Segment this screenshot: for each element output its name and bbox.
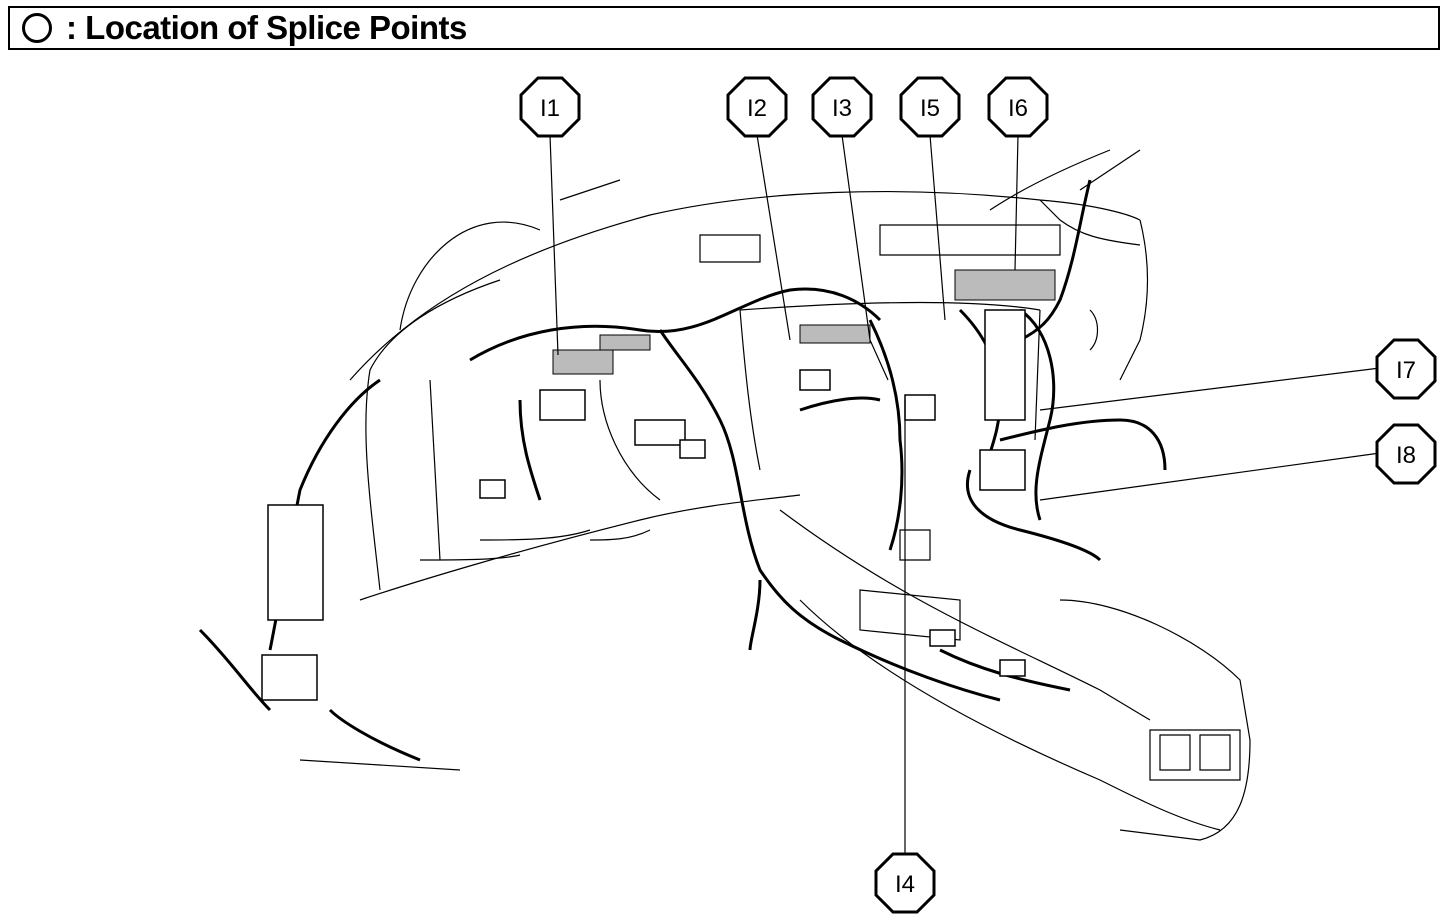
callout-label: I1 [540,95,560,122]
callout-I6: I6 [987,76,1049,138]
callout-I2: I2 [726,76,788,138]
leader-lines [549,134,1381,855]
callout-label: I5 [920,95,940,122]
callout-label: I2 [747,95,767,122]
callout-I8: I8 [1375,423,1437,485]
page-title: : Location of Splice Points [66,9,467,46]
connector-blocks [261,309,1026,701]
callout-label: I7 [1396,357,1416,384]
dashboard-outline [299,149,1251,841]
splice-areas [552,269,1056,375]
callout-label: I6 [1008,95,1028,122]
callout-label: I8 [1396,442,1416,469]
callout-I4: I4 [874,852,936,914]
circle-outline-icon [22,13,52,43]
title-bar: : Location of Splice Points [8,6,1440,50]
callout-I3: I3 [811,76,873,138]
callout-label: I4 [895,871,915,898]
callout-I7: I7 [1375,338,1437,400]
callout-I1: I1 [519,76,581,138]
callout-label: I3 [832,95,852,122]
callout-I5: I5 [899,76,961,138]
